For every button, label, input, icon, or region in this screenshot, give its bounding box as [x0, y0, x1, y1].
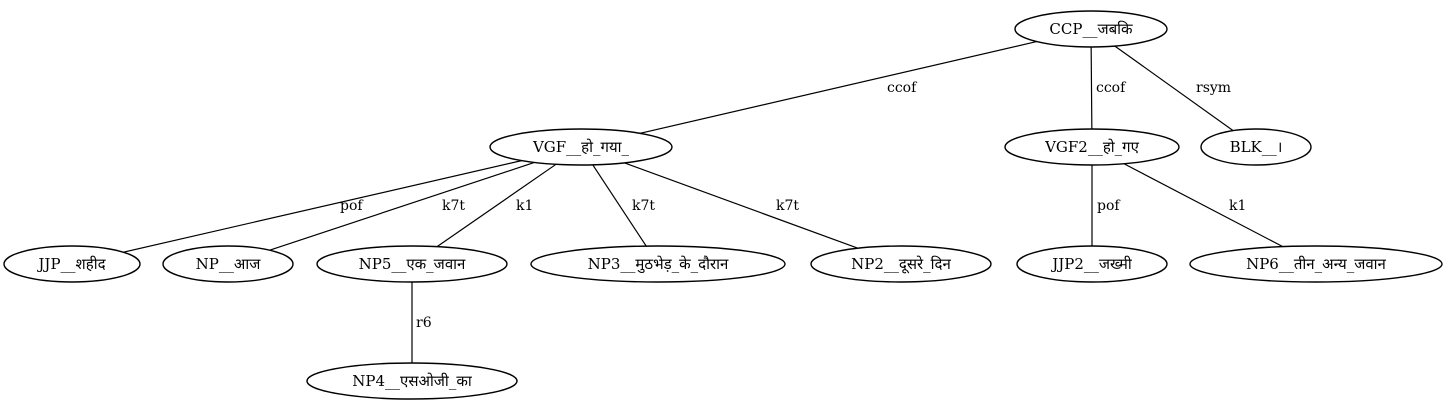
edge-label-vgf-np5: k1	[516, 198, 533, 214]
node-ccp: CCP__जबकि	[1014, 10, 1168, 48]
node-label-np5: NP5__एक_जवान	[359, 255, 466, 273]
edge-label-vgf2-jjp2: pof	[1097, 198, 1121, 214]
edge-vgf-np3	[592, 164, 647, 247]
edge-label-ccp-vgf2: ccof	[1096, 80, 1127, 96]
edge-vgf-np2	[624, 162, 859, 249]
nodes-layer: CCP__जबकि VGF__हो_गया_ VGF2__हो_गए BLK__। JJ…	[3, 10, 1443, 400]
node-ellipse-np3	[530, 245, 786, 283]
node-blk: BLK__।	[1200, 128, 1312, 166]
node-label-jjp: JJP__शहीद	[36, 255, 106, 273]
edge-label-vgf-jjp: pof	[340, 198, 364, 214]
node-np2: NP2__दूसरे_दिन	[810, 245, 992, 283]
node-ellipse-jjp2	[1016, 245, 1168, 283]
edge-label-vgf2-np6: k1	[1229, 198, 1246, 214]
node-label-jjp2: JJP2__जख्मी	[1050, 255, 1133, 273]
node-np5: NP5__एक_जवान	[316, 245, 508, 283]
edge-ccp-vgf2	[1090, 46, 1093, 130]
node-ellipse-np4	[306, 362, 518, 400]
node-vgf: VGF__हो_गया_	[489, 128, 673, 166]
node-np: NP__आज	[162, 245, 294, 283]
edge-vgf-np	[269, 161, 535, 251]
node-ellipse-blk	[1200, 128, 1312, 166]
node-jjp2: JJP2__जख्मी	[1016, 245, 1168, 283]
edge-ccp-vgf	[639, 40, 1037, 134]
node-ellipse-np5	[316, 245, 508, 283]
edge-label-ccp-blk: rsym	[1196, 80, 1231, 96]
edges-layer: ccof ccof rsym pof k7t k1 k7t k7t pof k1 r6	[123, 40, 1284, 363]
node-label-np6: NP6__तीन_अन्य_जवान	[1246, 255, 1386, 273]
edge-vgf-jjp	[123, 160, 522, 253]
node-label-np: NP__आज	[196, 255, 262, 273]
edge-label-vgf-np2: k7t	[776, 198, 799, 214]
node-np6: NP6__तीन_अन्य_जवान	[1189, 245, 1443, 283]
edge-label-ccp-vgf: ccof	[887, 80, 918, 96]
node-label-np4: NP4__एसओजी_का	[352, 372, 473, 390]
node-label-np3: NP3__मुठभेड़_के_दौरान	[588, 255, 729, 274]
edge-label-vgf-np: k7t	[442, 198, 465, 214]
node-ellipse-np6	[1189, 245, 1443, 283]
node-label-np2: NP2__दूसरे_दिन	[851, 255, 951, 274]
node-np4: NP4__एसओजी_का	[306, 362, 518, 400]
node-label-ccp: CCP__जबकि	[1049, 20, 1133, 38]
node-label-vgf2: VGF2__हो_गए	[1044, 138, 1140, 156]
node-ellipse-np	[162, 245, 294, 283]
node-label-vgf: VGF__हो_गया_	[532, 138, 630, 156]
node-ellipse-np2	[810, 245, 992, 283]
node-np3: NP3__मुठभेड़_के_दौरान	[530, 245, 786, 283]
node-ellipse-jjp	[3, 245, 141, 283]
node-ellipse-ccp	[1014, 10, 1168, 48]
edge-vgf-np5	[436, 163, 557, 248]
node-ellipse-vgf2	[1004, 128, 1180, 166]
edge-label-vgf-np3: k7t	[632, 198, 655, 214]
node-vgf2: VGF2__हो_गए	[1004, 128, 1180, 166]
node-ellipse-vgf	[489, 128, 673, 166]
edge-vgf2-np6	[1123, 163, 1284, 248]
node-jjp: JJP__शहीद	[3, 245, 141, 283]
edge-ccp-blk	[1114, 45, 1234, 132]
node-label-blk: BLK__।	[1230, 138, 1283, 156]
edge-label-np5-np4: r6	[416, 315, 432, 331]
